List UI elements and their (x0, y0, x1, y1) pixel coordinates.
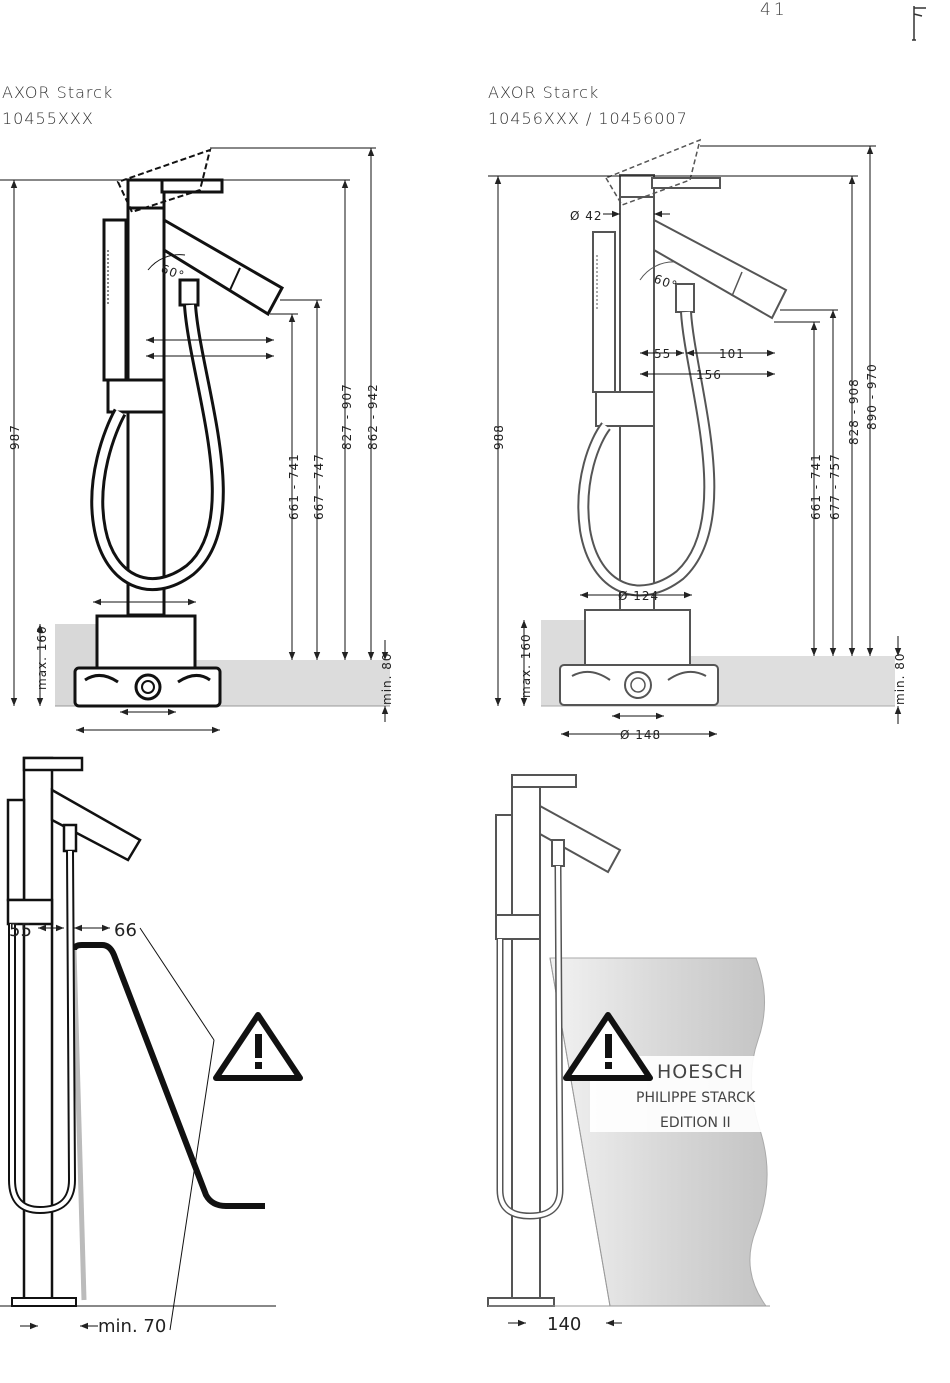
right-dim-661: 661 - 741 (809, 453, 823, 520)
bottom-left-dim-55: 55 (9, 920, 32, 941)
right-dim-42: Ø 42 (570, 209, 603, 223)
bottom-left-dim-min70: min. 70 (98, 1316, 166, 1337)
warning-icon (216, 1015, 300, 1078)
right-dim-min80: min. 80 (893, 652, 907, 705)
right-dim-988: 988 (492, 424, 506, 450)
left-faucet-drawing: 60° 987 max. 160 min. 80 661 - 741 667 -… (0, 148, 394, 730)
right-faucet-drawing: 60° Ø 42 55 101 156 Ø 124 Ø 148 988 max.… (488, 140, 907, 742)
bottom-left-drawing: 55 66 min. 70 (0, 758, 300, 1337)
bottom-right-drawing: HOESCH PHILIPPE STARCK EDITION II 140 (488, 775, 770, 1335)
right-dim-148: Ø 148 (620, 728, 661, 742)
right-dim-890: 890 - 970 (865, 363, 879, 430)
right-dim-55: 55 (654, 347, 671, 361)
tub-line1: PHILIPPE STARCK (636, 1090, 756, 1106)
tub-line2: EDITION II (660, 1115, 731, 1131)
right-dim-101: 101 (719, 347, 745, 361)
right-dim-124: Ø 124 (618, 589, 659, 603)
right-dim-156: 156 (696, 368, 722, 382)
left-dim-min80: min. 80 (380, 652, 394, 705)
left-dim-max160: max. 160 (35, 625, 49, 690)
tub-brand: HOESCH (657, 1061, 744, 1083)
left-dim-661: 661 - 741 (287, 453, 301, 520)
right-angle-label: 60° (652, 272, 680, 293)
left-dim-827: 827 - 907 (340, 383, 354, 450)
right-dim-677: 677 - 757 (828, 453, 842, 520)
bottom-right-dim-140: 140 (547, 1314, 581, 1335)
left-dim-667: 667 - 747 (312, 453, 326, 520)
bottom-left-dim-66: 66 (114, 920, 137, 941)
right-dim-max160: max. 160 (519, 633, 533, 698)
left-dim-862: 862 - 942 (366, 383, 380, 450)
right-dim-828: 828 - 908 (847, 378, 861, 445)
left-dim-987: 987 (8, 424, 22, 450)
